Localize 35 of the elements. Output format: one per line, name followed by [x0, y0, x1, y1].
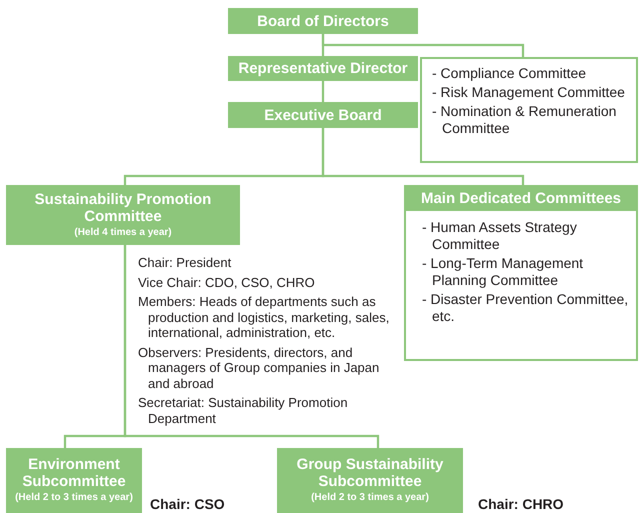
panel-header: Main Dedicated Committees	[404, 185, 638, 211]
member-note: Observers: Presidents, directors, and managers of Group companies in Japan and abroad	[138, 344, 380, 391]
box-title: Sustainability Promotion Committee	[34, 190, 212, 224]
list-item: - Long-Term Management Planning Committee	[422, 255, 584, 289]
org-box	[228, 56, 418, 81]
list-item: - Disaster Prevention Committee, etc.	[422, 291, 630, 325]
member-note: Vice Chair: CDO, CSO, CHRO	[138, 274, 316, 290]
committee-panel	[404, 185, 638, 361]
org-box	[228, 102, 418, 128]
chair-note: Chair: CSO	[150, 496, 225, 512]
member-note: Chair: President	[138, 255, 232, 270]
meeting-frequency: (Held 2 to 3 times a year)	[15, 491, 133, 505]
meeting-frequency: (Held 4 times a year)	[74, 226, 172, 240]
box-title: Board of Directors	[257, 12, 389, 30]
list-item: - Human Assets Strategy Committee	[422, 219, 578, 253]
box-title: Executive Board	[264, 106, 382, 124]
member-note: Members: Heads of departments such as production and logistics, marketing, sales, international, administration, etc.	[138, 294, 390, 340]
connector-line	[322, 81, 324, 102]
member-note: Secretariat: Sustainability Promotion Department	[138, 395, 349, 426]
connector-line	[322, 34, 524, 57]
org-box	[6, 448, 142, 513]
org-box	[6, 185, 240, 245]
connector-line	[322, 128, 524, 185]
committee-list-box	[420, 57, 638, 163]
org-box	[228, 8, 418, 34]
chair-note: Chair: CHRO	[478, 496, 564, 512]
list-item: - Risk Management Committee	[432, 84, 626, 101]
box-title: Environment Subcommittee	[21, 456, 127, 490]
meeting-frequency: (Held 2 to 3 times a year)	[311, 491, 429, 505]
list-item: - Nomination & Remuneration Committee	[432, 103, 618, 137]
box-title: Group Sustainability Subcommittee	[296, 456, 444, 490]
list-item: - Compliance Committee	[432, 65, 588, 82]
box-title: Representative Director	[238, 60, 408, 77]
connector-line	[124, 245, 380, 448]
org-box	[277, 448, 463, 513]
